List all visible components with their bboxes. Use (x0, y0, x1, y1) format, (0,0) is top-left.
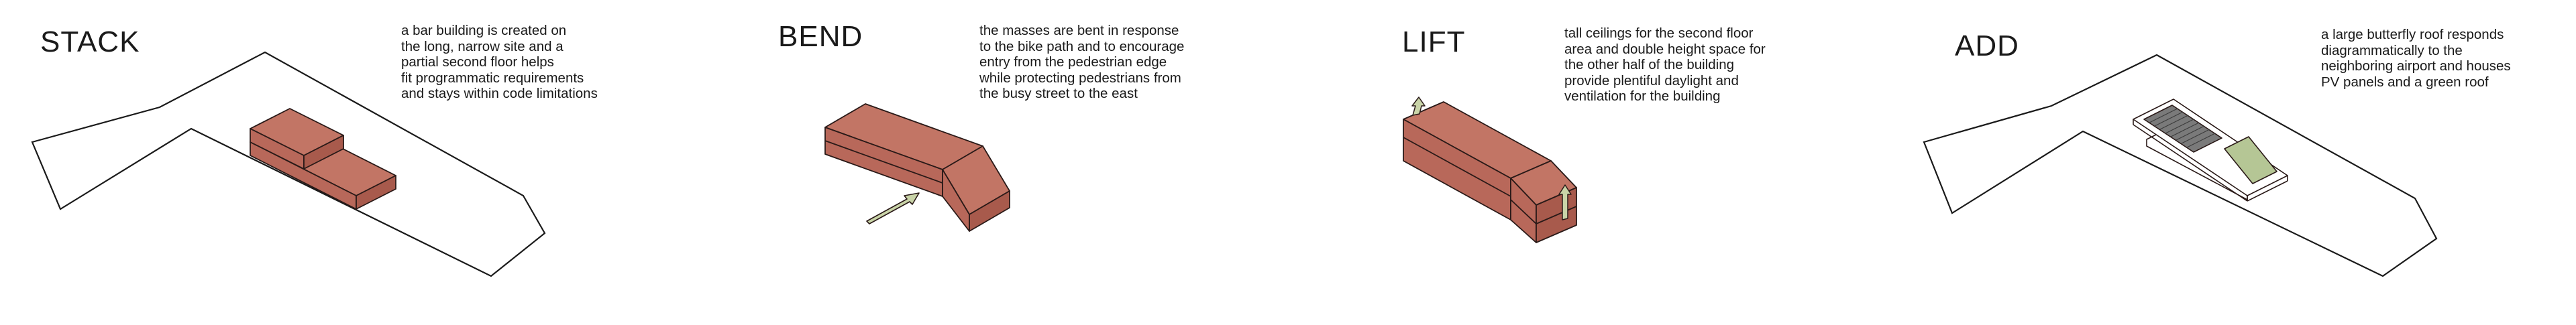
description-line: entry from the pedestrian edge (979, 54, 1167, 70)
lift-diagram (1403, 96, 1577, 243)
building-mass (250, 108, 396, 210)
panel-description: a large butterfly roof responds diagramm… (2321, 27, 2511, 90)
add-diagram (1923, 54, 2438, 277)
description-line: provide plentiful daylight and (1564, 72, 1739, 88)
description-line: area and double height space for (1564, 41, 1766, 57)
description-line: diagrammatically to the (2321, 42, 2463, 58)
description-line: and stays within code limitations (401, 86, 598, 101)
stack-diagram (31, 51, 546, 277)
panel-add: ADD a large butterfly roof responds diag… (1923, 0, 2576, 325)
panel-title: ADD (1955, 29, 2019, 62)
floor-line (1403, 137, 1511, 197)
panel-lift: LIFT tall ceilings for the second floor … (1288, 0, 1932, 325)
arrow-icon (866, 192, 920, 224)
panel-description: tall ceilings for the second floor area … (1564, 25, 1766, 105)
site-outline (31, 51, 546, 277)
floor-line (1536, 206, 1577, 224)
panel-stack: STACK a bar building is created on the l… (0, 0, 644, 325)
description-line: while protecting pedestrians from (979, 70, 1181, 86)
green-roof (2224, 136, 2277, 184)
panel-title: STACK (40, 25, 140, 58)
description-line: the long, narrow site and a (401, 38, 564, 54)
description-line: ventilation for the building (1564, 88, 1721, 104)
up-arrow-icon (1558, 184, 1572, 220)
description-line: tall ceilings for the second floor (1564, 25, 1754, 41)
floor-line (824, 140, 943, 184)
pv-grid-lines (2149, 108, 2216, 148)
vertical-arrows (1411, 96, 1572, 220)
description-line: the masses are bent in response (979, 23, 1179, 38)
pv-panels (2143, 105, 2222, 153)
building-mass (1403, 101, 1577, 243)
description-line: a large butterfly roof responds (2321, 27, 2504, 42)
description-line: neighboring airport and houses (2321, 58, 2511, 74)
description-line: the busy street to the east (979, 86, 1138, 101)
panel-description: the masses are bent in response to the b… (979, 23, 1184, 102)
panel-description: a bar building is created on the long, n… (401, 23, 598, 102)
upper-bar-right-face (303, 135, 344, 170)
description-line: a bar building is created on (401, 23, 567, 38)
bike-path-arrow (866, 192, 920, 224)
description-line: PV panels and a green roof (2321, 74, 2489, 90)
roof-edge (2133, 124, 2248, 202)
roof-edge (2247, 180, 2288, 202)
panel-bend: BEND the masses are bent in response to … (644, 0, 1288, 325)
description-line: the other half of the building (1564, 57, 1735, 72)
site-outline (1923, 54, 2438, 277)
up-arrow-icon (1411, 96, 1426, 116)
description-line: fit programmatic requirements (401, 70, 584, 86)
lower-bar-right-face (356, 175, 396, 210)
bent-section-right-face (969, 190, 1010, 232)
panel-title: BEND (778, 20, 863, 53)
description-line: partial second floor helps (401, 54, 554, 70)
description-line: to the bike path and to encourage (979, 38, 1185, 54)
bend-diagram (824, 103, 1010, 232)
building-mass (824, 103, 1010, 232)
floor-line (1510, 199, 1537, 224)
panel-title: LIFT (1402, 25, 1466, 58)
